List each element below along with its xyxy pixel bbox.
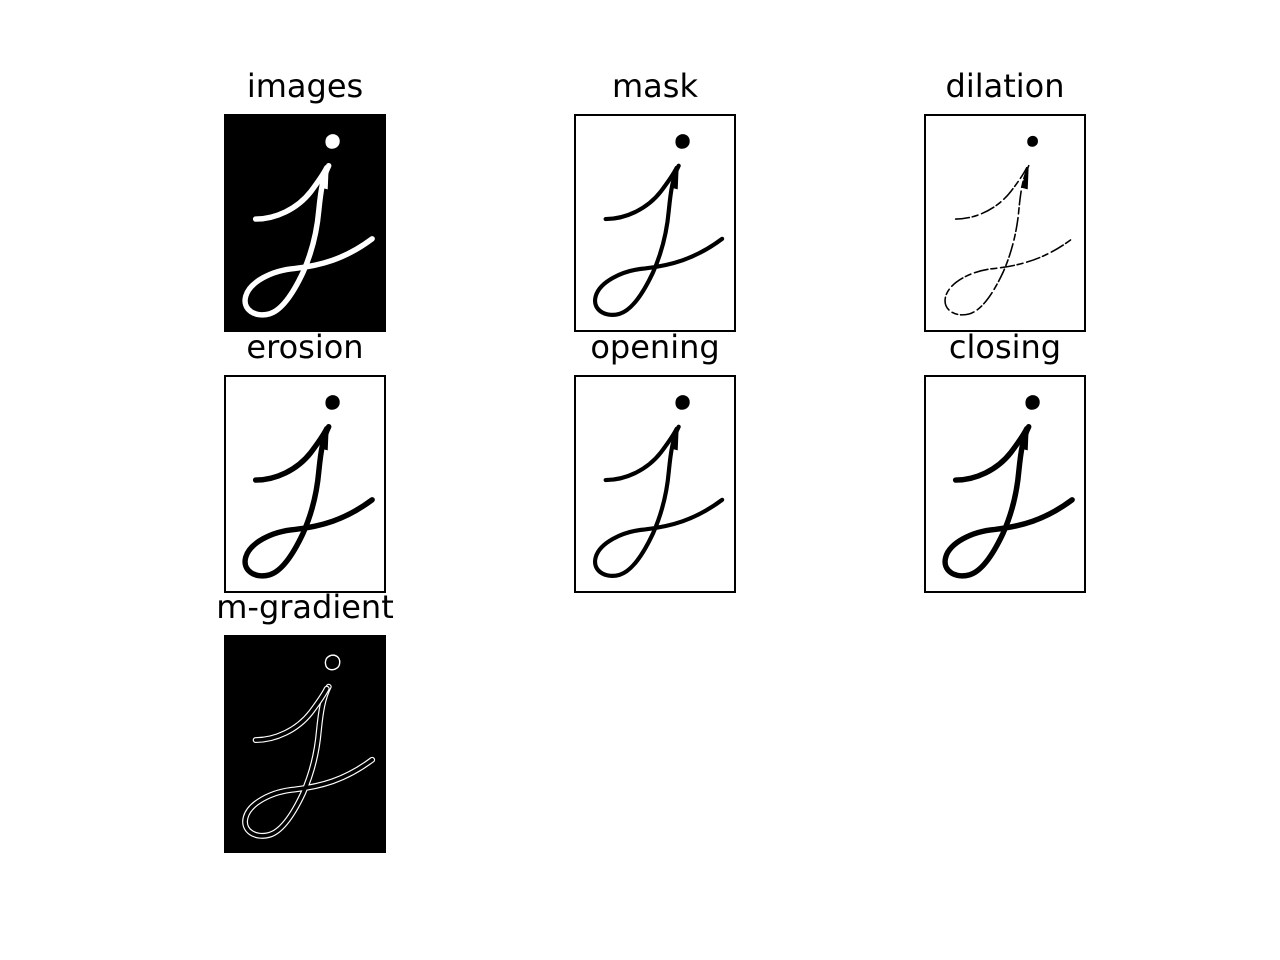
glyph-hook bbox=[252, 425, 330, 483]
glyph-closing bbox=[942, 395, 1075, 579]
glyph-hook bbox=[252, 164, 330, 222]
title-opening: opening bbox=[590, 328, 720, 366]
glyph-stem-inner bbox=[243, 684, 374, 838]
title-images: images bbox=[246, 67, 364, 105]
glyph-stem bbox=[593, 424, 725, 578]
panel-closing bbox=[924, 375, 1086, 593]
glyph-arrow bbox=[1020, 426, 1029, 451]
glyph-stem bbox=[944, 164, 1073, 316]
title-closing: closing bbox=[948, 328, 1062, 366]
glyph-dot bbox=[325, 134, 340, 149]
glyph-dot bbox=[1027, 135, 1038, 147]
glyph-dot bbox=[675, 134, 690, 149]
glyph-arrow bbox=[1020, 165, 1029, 190]
glyph-mask bbox=[593, 134, 725, 317]
panel-dilation bbox=[924, 114, 1086, 332]
glyph-dilation bbox=[944, 135, 1073, 316]
glyph-arrow bbox=[670, 165, 679, 190]
title-mask: mask bbox=[612, 67, 698, 105]
glyph-m-gradient bbox=[242, 654, 376, 839]
title-dilation: dilation bbox=[945, 67, 1065, 105]
glyph-stem bbox=[242, 163, 375, 318]
glyph-hook bbox=[603, 426, 679, 483]
glyph-erosion bbox=[242, 395, 375, 579]
glyph-images bbox=[242, 134, 375, 318]
panel-m-gradient bbox=[224, 635, 386, 853]
glyph-stem bbox=[593, 163, 725, 317]
glyph-dot bbox=[1025, 395, 1040, 410]
glyph-hook bbox=[952, 425, 1030, 483]
glyph-stem bbox=[242, 424, 375, 579]
panel-images bbox=[224, 114, 386, 332]
glyph-arrow bbox=[670, 426, 679, 451]
panel-mask bbox=[574, 114, 736, 332]
glyph-stem bbox=[942, 424, 1075, 579]
title-m-gradient: m-gradient bbox=[216, 588, 394, 626]
glyph-hook bbox=[603, 165, 679, 222]
glyph-stem-outer bbox=[242, 683, 376, 839]
glyph-arrow bbox=[320, 165, 329, 190]
glyph-dot bbox=[325, 395, 340, 410]
panel-erosion bbox=[224, 375, 386, 593]
glyph-hook-inner bbox=[253, 686, 329, 742]
title-erosion: erosion bbox=[246, 328, 364, 366]
glyph-dot bbox=[675, 395, 690, 410]
panel-opening bbox=[574, 375, 736, 593]
glyph-dot bbox=[324, 654, 341, 671]
glyph-opening bbox=[593, 395, 725, 578]
glyph-hook bbox=[954, 166, 1028, 220]
glyph-arrow bbox=[320, 426, 329, 451]
